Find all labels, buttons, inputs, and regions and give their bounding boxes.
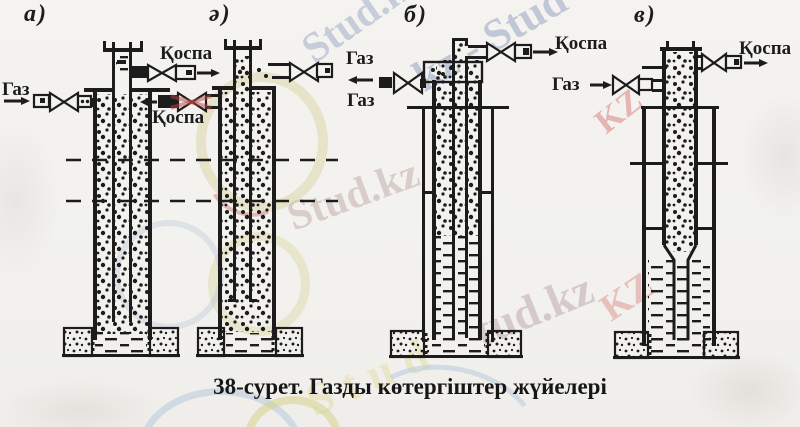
- mix-outlet-valve-icon: [485, 40, 558, 64]
- mixture-fill: [222, 56, 272, 332]
- foundation: [196, 326, 304, 358]
- tubing-funnel: [662, 244, 698, 340]
- tubing: [224, 39, 262, 302]
- diagram-letter-a2: ә): [209, 1, 232, 27]
- figure-caption: 38-сурет. Газды көтергіштер жүйелері: [30, 374, 790, 400]
- well-diagram-b: [379, 38, 558, 359]
- casing: [84, 88, 170, 340]
- diagram-letter-a: а): [24, 1, 48, 27]
- label-mix-a2: Қоспа: [152, 107, 205, 128]
- liquid-level-lines: [66, 158, 338, 203]
- gas-inlet-valve-icon: [4, 90, 95, 114]
- casing: [212, 86, 276, 340]
- foundation: [62, 326, 180, 358]
- diagram-letter-v: в): [634, 2, 657, 28]
- mixture-fill: [648, 52, 710, 344]
- well-diagram-a: [4, 41, 220, 358]
- mix-outlet-valve-icon: [132, 63, 220, 83]
- mixture-fill: [97, 55, 149, 334]
- label-gas-b: Газ: [347, 90, 375, 111]
- mixture-fill: [436, 43, 480, 336]
- label-gas-a2: Газ: [346, 48, 374, 69]
- well-diagram-v: [590, 41, 768, 360]
- foundation: [613, 330, 740, 360]
- foundation: [389, 329, 523, 359]
- mix-outlet-valve-icon: [698, 51, 768, 74]
- gas-inlet-valve-icon: [379, 70, 426, 96]
- casing: [407, 80, 509, 342]
- gas-inlet-valve-icon: [268, 60, 373, 84]
- well-diagram-a2: [140, 39, 373, 358]
- gas-inlet-valve-icon: [590, 66, 667, 97]
- tubing: [103, 41, 143, 322]
- casing: [630, 41, 728, 346]
- label-mix-a: Қоспа: [160, 43, 213, 64]
- label-mix-b: Қоспа: [555, 33, 608, 54]
- label-gas-a: Газ: [2, 79, 30, 100]
- tubing: [452, 38, 487, 338]
- figure-caption-number: 38-сурет.: [213, 374, 304, 399]
- label-mix-v: Қоспа: [739, 38, 792, 59]
- figure-caption-title: Газды көтергіштер жүйелері: [303, 374, 607, 399]
- diagram-letter-b: б): [404, 2, 428, 28]
- label-gas-v: Газ: [552, 74, 580, 95]
